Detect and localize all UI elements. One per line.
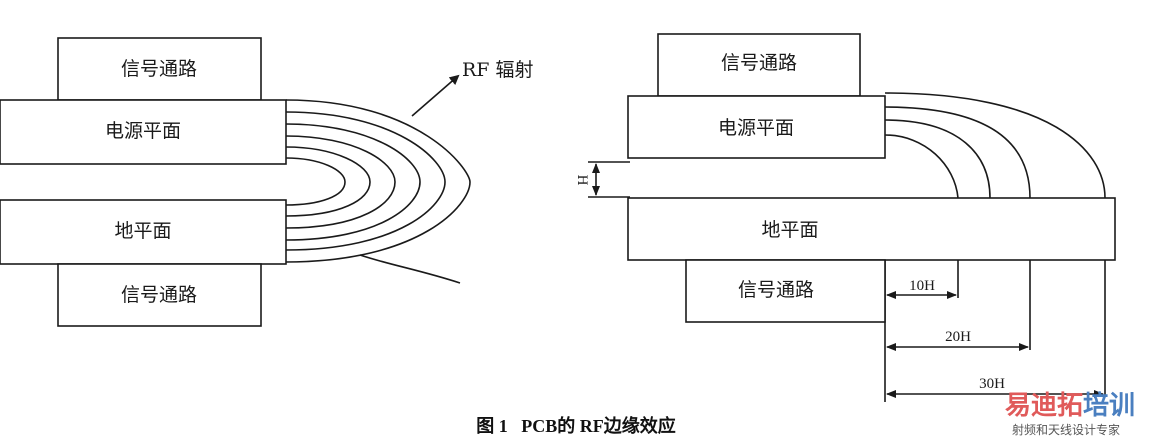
watermark-logo: 易迪拓 培训 射频和天线设计专家 — [1005, 391, 1135, 437]
rf-field-line-4 — [285, 135, 396, 229]
watermark-logo-part1: 易迪拓 — [1005, 391, 1083, 421]
rf-field-line-3 — [285, 123, 421, 241]
rf-field-line-5 — [285, 146, 371, 217]
dim-label-20h: 20H — [945, 329, 971, 345]
right-bottom-signal-label: 信号通路 — [738, 279, 814, 301]
right-field-line-4 — [884, 134, 959, 199]
rf-field-line-6 — [285, 157, 346, 206]
rf-tail-line — [359, 254, 461, 284]
right-top-signal-label: 信号通路 — [721, 52, 797, 74]
right-field-line-2 — [884, 106, 1031, 199]
gap-label: H — [574, 175, 590, 186]
left-top-signal-layer — [57, 37, 262, 101]
rf-field-line-1 — [285, 99, 471, 263]
left-bottom-signal-label: 信号通路 — [121, 284, 197, 306]
right-ground-plane — [627, 197, 1116, 261]
right-field-line-3 — [884, 119, 991, 199]
dim-label-10h: 10H — [909, 278, 935, 294]
right-power-plane — [627, 95, 886, 159]
right-top-signal-layer — [657, 33, 861, 97]
right-diagram — [588, 33, 1116, 402]
left-power-plane-label: 电源平面 — [105, 120, 181, 142]
right-bottom-signal-layer — [685, 259, 886, 323]
left-power-plane — [0, 99, 287, 165]
rf-field-line-2 — [285, 111, 446, 251]
rf-radiation-label: RF 辐射 — [462, 59, 534, 81]
left-ground-plane — [0, 199, 287, 265]
watermark-logo-part2: 培训 — [1083, 391, 1135, 421]
right-field-line-1 — [884, 92, 1106, 199]
rf-radiation-arrow — [411, 74, 460, 117]
left-labels: 信号通路 电源平面 地平面 信号通路 RF 辐射 — [105, 58, 534, 306]
right-ground-plane-label: 地平面 — [761, 219, 818, 241]
right-power-plane-label: 电源平面 — [718, 117, 794, 139]
left-ground-plane-label: 地平面 — [114, 220, 171, 242]
right-labels: 信号通路 电源平面 地平面 信号通路 H 10H 20H 30H — [574, 52, 1005, 392]
left-diagram — [0, 37, 471, 327]
left-top-signal-label: 信号通路 — [121, 58, 197, 80]
watermark-tagline: 射频和天线设计专家 — [1012, 422, 1120, 437]
left-bottom-signal-layer — [57, 263, 262, 327]
dim-label-30h: 30H — [979, 376, 1005, 392]
figure-caption: 图 1 PCB的 RF边缘效应 — [476, 415, 676, 436]
